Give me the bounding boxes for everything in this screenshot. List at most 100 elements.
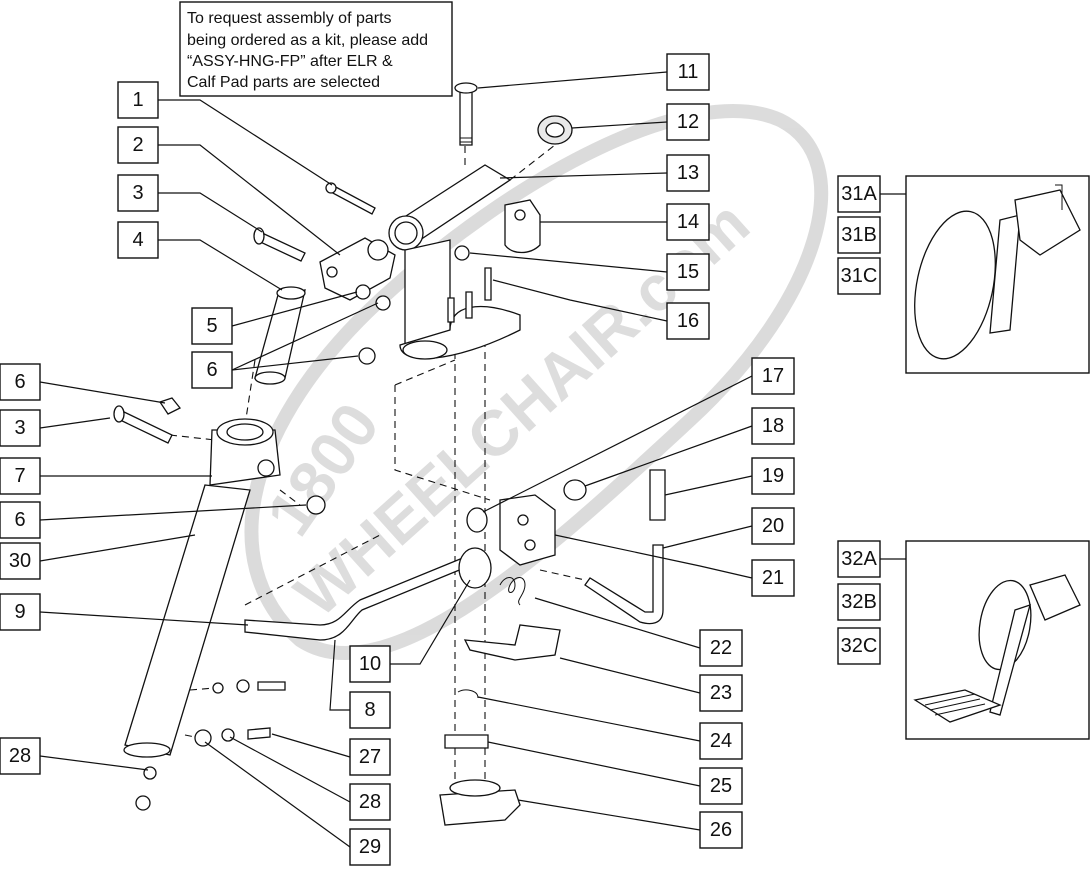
callout-box-11 <box>666 53 710 91</box>
callout-box-32b <box>837 583 881 621</box>
callout-label-2: 2 <box>132 134 143 156</box>
leader-line-30-10 <box>39 534 196 562</box>
callout-label-25: 25 <box>710 775 732 797</box>
leader-line-6-9 <box>39 504 307 521</box>
grip-19 <box>649 469 666 521</box>
nut-28b <box>135 795 151 811</box>
callout-label-14: 14 <box>677 211 699 233</box>
leader-line-6-5b <box>231 355 359 371</box>
nut-6b <box>358 347 376 365</box>
latch-23 <box>463 624 561 661</box>
note-line-2: being ordered as a kit, please add <box>187 32 428 49</box>
callout-label-19: 19 <box>762 465 784 487</box>
leader-line-10-24 <box>390 579 471 665</box>
leader-line-4-3 <box>158 239 283 291</box>
note-line-4: Calf Pad parts are selected <box>187 74 380 91</box>
callout-box-8 <box>349 691 391 729</box>
callout-box-20 <box>751 507 795 545</box>
callout-box-12 <box>666 103 710 141</box>
leader-line-6-6 <box>39 381 166 404</box>
washer-5 <box>355 284 371 300</box>
callout-box-6 <box>191 351 233 389</box>
leader-line-15-17 <box>469 252 668 273</box>
callout-box-19 <box>751 457 795 495</box>
leader-line-20-22 <box>662 525 753 549</box>
callout-box-7 <box>0 457 41 495</box>
leader-line-24-28 <box>477 696 701 742</box>
parts-artwork <box>113 82 666 826</box>
inset-32 <box>905 540 1090 740</box>
callout-box-31c <box>837 257 881 295</box>
callout-box-13 <box>666 154 710 192</box>
callout-box-32c <box>837 627 881 665</box>
nut-6d <box>306 495 326 515</box>
callout-label-6: 6 <box>14 371 25 393</box>
leader-line-18-20 <box>584 425 753 487</box>
callout-box-28 <box>349 783 391 821</box>
callout-box-31a <box>837 175 881 213</box>
washer-29 <box>194 729 212 747</box>
leader-line-3-2 <box>158 192 263 233</box>
callout-box-25 <box>699 767 743 805</box>
callout-label-32c: 32C <box>841 635 878 657</box>
cam-10 <box>458 547 492 589</box>
callout-label-23: 23 <box>710 682 732 704</box>
callout-box-27 <box>349 738 391 776</box>
callout-label-1: 1 <box>132 89 143 111</box>
screw-16a <box>484 267 492 301</box>
leader-line-11-13 <box>477 71 668 89</box>
callout-box-1 <box>117 81 159 119</box>
leg-tube-30 <box>124 484 251 756</box>
callout-box-16 <box>666 302 710 340</box>
callout-label-32b: 32B <box>841 591 877 613</box>
callout-label-29: 29 <box>359 836 381 858</box>
callout-box-24 <box>699 722 743 760</box>
callout-box-17 <box>751 357 795 395</box>
leader-line-6-5 <box>231 302 379 371</box>
note-line-1: To request assembly of parts <box>187 10 392 27</box>
collar-25 <box>444 734 489 749</box>
washer-a <box>236 679 250 693</box>
callout-label-17: 17 <box>762 365 784 387</box>
callout-label-3: 3 <box>132 182 143 204</box>
callout-label-24: 24 <box>710 730 732 752</box>
callout-label-16: 16 <box>677 310 699 332</box>
callout-box-9 <box>0 593 41 631</box>
callout-label-31c: 31C <box>841 265 878 287</box>
spring-22 <box>499 577 526 606</box>
callout-box-32a <box>837 540 881 578</box>
leader-line-13-15 <box>499 172 668 179</box>
callout-label-27: 27 <box>359 746 381 768</box>
leader-line-3-7 <box>39 417 111 429</box>
callout-label-26: 26 <box>710 819 732 841</box>
callout-box-6 <box>0 363 41 401</box>
callout-label-12: 12 <box>677 111 699 133</box>
callout-label-3: 3 <box>14 417 25 439</box>
callout-label-6: 6 <box>14 509 25 531</box>
nut-18 <box>563 479 587 501</box>
callout-box-29 <box>349 828 391 866</box>
callout-box-3 <box>117 174 159 212</box>
leader-line-26-32 <box>517 799 701 831</box>
clip-24 <box>457 689 479 699</box>
leader-line-25-30 <box>487 741 701 787</box>
leader-line-5-4 <box>231 291 358 327</box>
leader-line-2-1 <box>158 144 341 256</box>
callout-label-6: 6 <box>206 359 217 381</box>
callout-box-22 <box>699 629 743 667</box>
leader-line-12-14 <box>571 121 668 129</box>
callout-box-2 <box>117 126 159 164</box>
leader-line-22-25 <box>534 597 701 649</box>
leader-line-9-11 <box>39 611 249 626</box>
callout-box-31b <box>837 216 881 254</box>
nut-6c <box>158 397 182 415</box>
callout-box-10 <box>349 645 391 683</box>
callout-labels: 1234566376309281112131415161718192021102… <box>0 53 906 866</box>
nut-15 <box>454 245 470 261</box>
leader-line-28-12 <box>39 755 149 771</box>
callout-label-31b: 31B <box>841 224 877 246</box>
callout-label-9: 9 <box>14 601 25 623</box>
callout-label-8: 8 <box>364 699 375 721</box>
callout-label-4: 4 <box>132 229 143 251</box>
